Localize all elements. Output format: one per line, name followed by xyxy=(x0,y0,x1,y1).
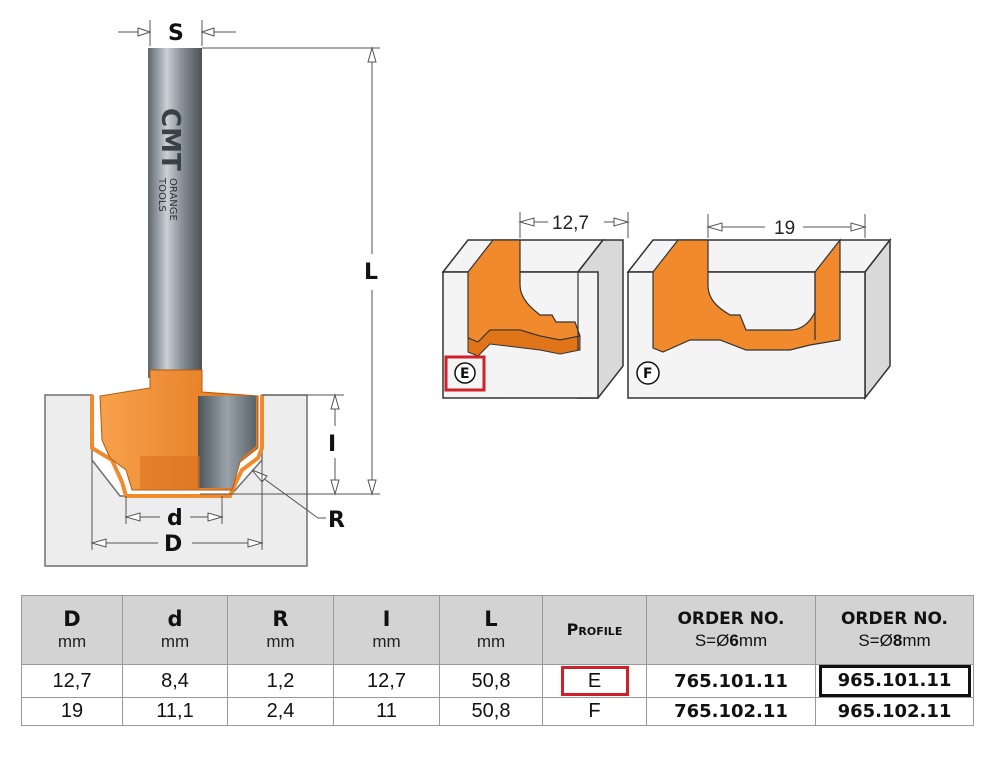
svg-text:TOOLS: TOOLS xyxy=(156,177,167,212)
profile-f-block: F xyxy=(626,237,892,401)
svg-text:ORANGE: ORANGE xyxy=(167,178,178,221)
router-bit: CMT ORANGE TOOLS xyxy=(99,48,259,491)
dim-i: I xyxy=(262,393,344,496)
svg-text:CMT: CMT xyxy=(155,108,185,171)
cutter-blade xyxy=(198,396,256,488)
svg-text:E: E xyxy=(460,366,470,382)
profile-f-width-dim: 19 xyxy=(706,214,867,239)
cell-i: 11 xyxy=(333,697,440,726)
svg-text:R: R xyxy=(328,508,345,533)
table-row: 12,7 8,4 1,2 12,7 50,8 E 765.101.11 965.… xyxy=(21,664,974,698)
cell-r: 2,4 xyxy=(227,697,334,726)
svg-text:d: d xyxy=(167,506,183,531)
header-profile: Profile xyxy=(542,595,647,665)
dim-d-large: D xyxy=(90,460,264,557)
cell-l: 50,8 xyxy=(439,664,543,698)
cell-order-8mm: 965.102.11 xyxy=(815,697,974,726)
profile-e-block: E xyxy=(441,239,624,399)
cell-order-6mm: 765.101.11 xyxy=(646,664,816,698)
profile-highlight-box: E xyxy=(560,666,629,696)
profile-e-highlight xyxy=(444,355,486,392)
cell-r: 1,2 xyxy=(227,664,334,698)
dim-r: R xyxy=(251,469,345,533)
profile-f-badge xyxy=(636,361,660,385)
cell-order-6mm: 765.102.11 xyxy=(646,697,816,726)
svg-text:L: L xyxy=(364,260,378,285)
cell-profile: F xyxy=(542,697,647,726)
cell-d-inner: 11,1 xyxy=(122,697,228,726)
svg-text:F: F xyxy=(643,366,653,382)
profile-e-badge xyxy=(454,362,476,384)
table-row: 19 11,1 2,4 11 50,8 F 765.102.11 965.102… xyxy=(21,697,974,726)
shank xyxy=(148,48,202,378)
cell-l: 50,8 xyxy=(439,697,543,726)
dim-l: L xyxy=(200,46,380,496)
router-bit-diagram: CMT ORANGE TOOLS S L I xyxy=(44,20,892,567)
svg-text:12,7: 12,7 xyxy=(552,213,589,234)
dim-s: S xyxy=(118,20,236,46)
cell-profile: E xyxy=(542,664,647,698)
order-highlight-box: 965.101.11 xyxy=(818,665,971,697)
cmt-logo: CMT ORANGE TOOLS xyxy=(155,108,185,221)
svg-text:S: S xyxy=(168,21,184,46)
cell-d-outer: 19 xyxy=(21,697,123,726)
cell-d-inner: 8,4 xyxy=(122,664,228,698)
dim-d-small: d xyxy=(124,496,224,531)
profile-e-width-dim: 12,7 xyxy=(518,212,630,238)
header-order-8mm: ORDER NO.S=Ø8mm xyxy=(815,595,974,665)
header-order-6mm: ORDER NO.S=Ø6mm xyxy=(646,595,816,665)
cell-d-outer: 12,7 xyxy=(21,664,123,698)
svg-text:19: 19 xyxy=(774,218,795,239)
svg-text:I: I xyxy=(328,432,336,457)
cell-order-8mm: 965.101.11 xyxy=(815,664,974,698)
cell-i: 12,7 xyxy=(333,664,440,698)
svg-text:D: D xyxy=(164,532,182,557)
